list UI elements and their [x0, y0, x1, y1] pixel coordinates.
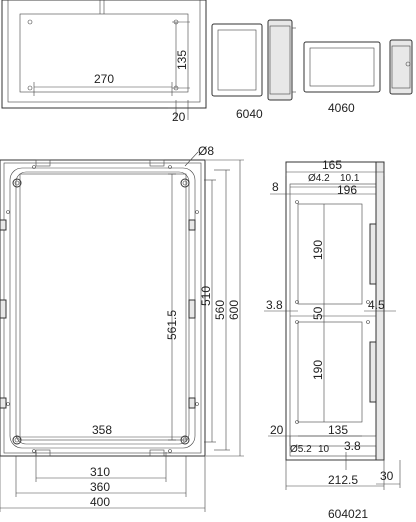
dim-dia-5-2: Ø5.2	[290, 444, 312, 455]
variant-4060: 4060	[303, 39, 413, 115]
dim-600: 600	[227, 300, 241, 320]
dim-10: 10	[318, 444, 330, 455]
dim-212-5: 212.5	[328, 473, 358, 487]
dim-20-top: 20	[172, 110, 186, 124]
dim-30: 30	[380, 469, 394, 483]
dim-270: 270	[94, 72, 114, 86]
dim-135-side: 135	[328, 423, 348, 437]
dim-165: 165	[322, 158, 342, 172]
dim-190-b: 190	[311, 360, 325, 380]
variant-6040: 6040	[211, 19, 296, 121]
dim-dia-8: Ø8	[198, 144, 214, 158]
dim-4-5: 4.5	[368, 298, 385, 312]
dim-310: 310	[90, 465, 110, 479]
dim-560: 560	[213, 300, 227, 320]
dim-358: 358	[92, 423, 112, 437]
front-view: 561.5 Ø8 510 560 600 358 310 360	[0, 144, 244, 512]
dim-561-5: 561.5	[165, 310, 179, 340]
dim-135: 135	[175, 50, 189, 70]
dim-3-8-a: 3.8	[266, 298, 283, 312]
dim-20-side: 20	[270, 423, 284, 437]
dim-360: 360	[90, 480, 110, 494]
part-number: 604021	[328, 507, 368, 521]
dim-50: 50	[311, 306, 325, 320]
dim-196: 196	[337, 183, 357, 197]
dim-dia-4-2: Ø4.2	[308, 173, 330, 184]
dim-10-1: 10.1	[340, 173, 360, 184]
dim-8-side: 8	[272, 180, 279, 194]
dim-190-a: 190	[311, 240, 325, 260]
label-4060: 4060	[328, 101, 355, 115]
label-6040: 6040	[236, 107, 263, 121]
top-view: 270 135 20	[1, 0, 207, 124]
dim-3-8-b: 3.8	[344, 439, 361, 453]
dim-400: 400	[90, 495, 110, 509]
side-view: 165 Ø4.2 10.1 196 8 190 50 3.8 4.5 190 2…	[264, 158, 401, 490]
dim-510: 510	[199, 286, 213, 306]
